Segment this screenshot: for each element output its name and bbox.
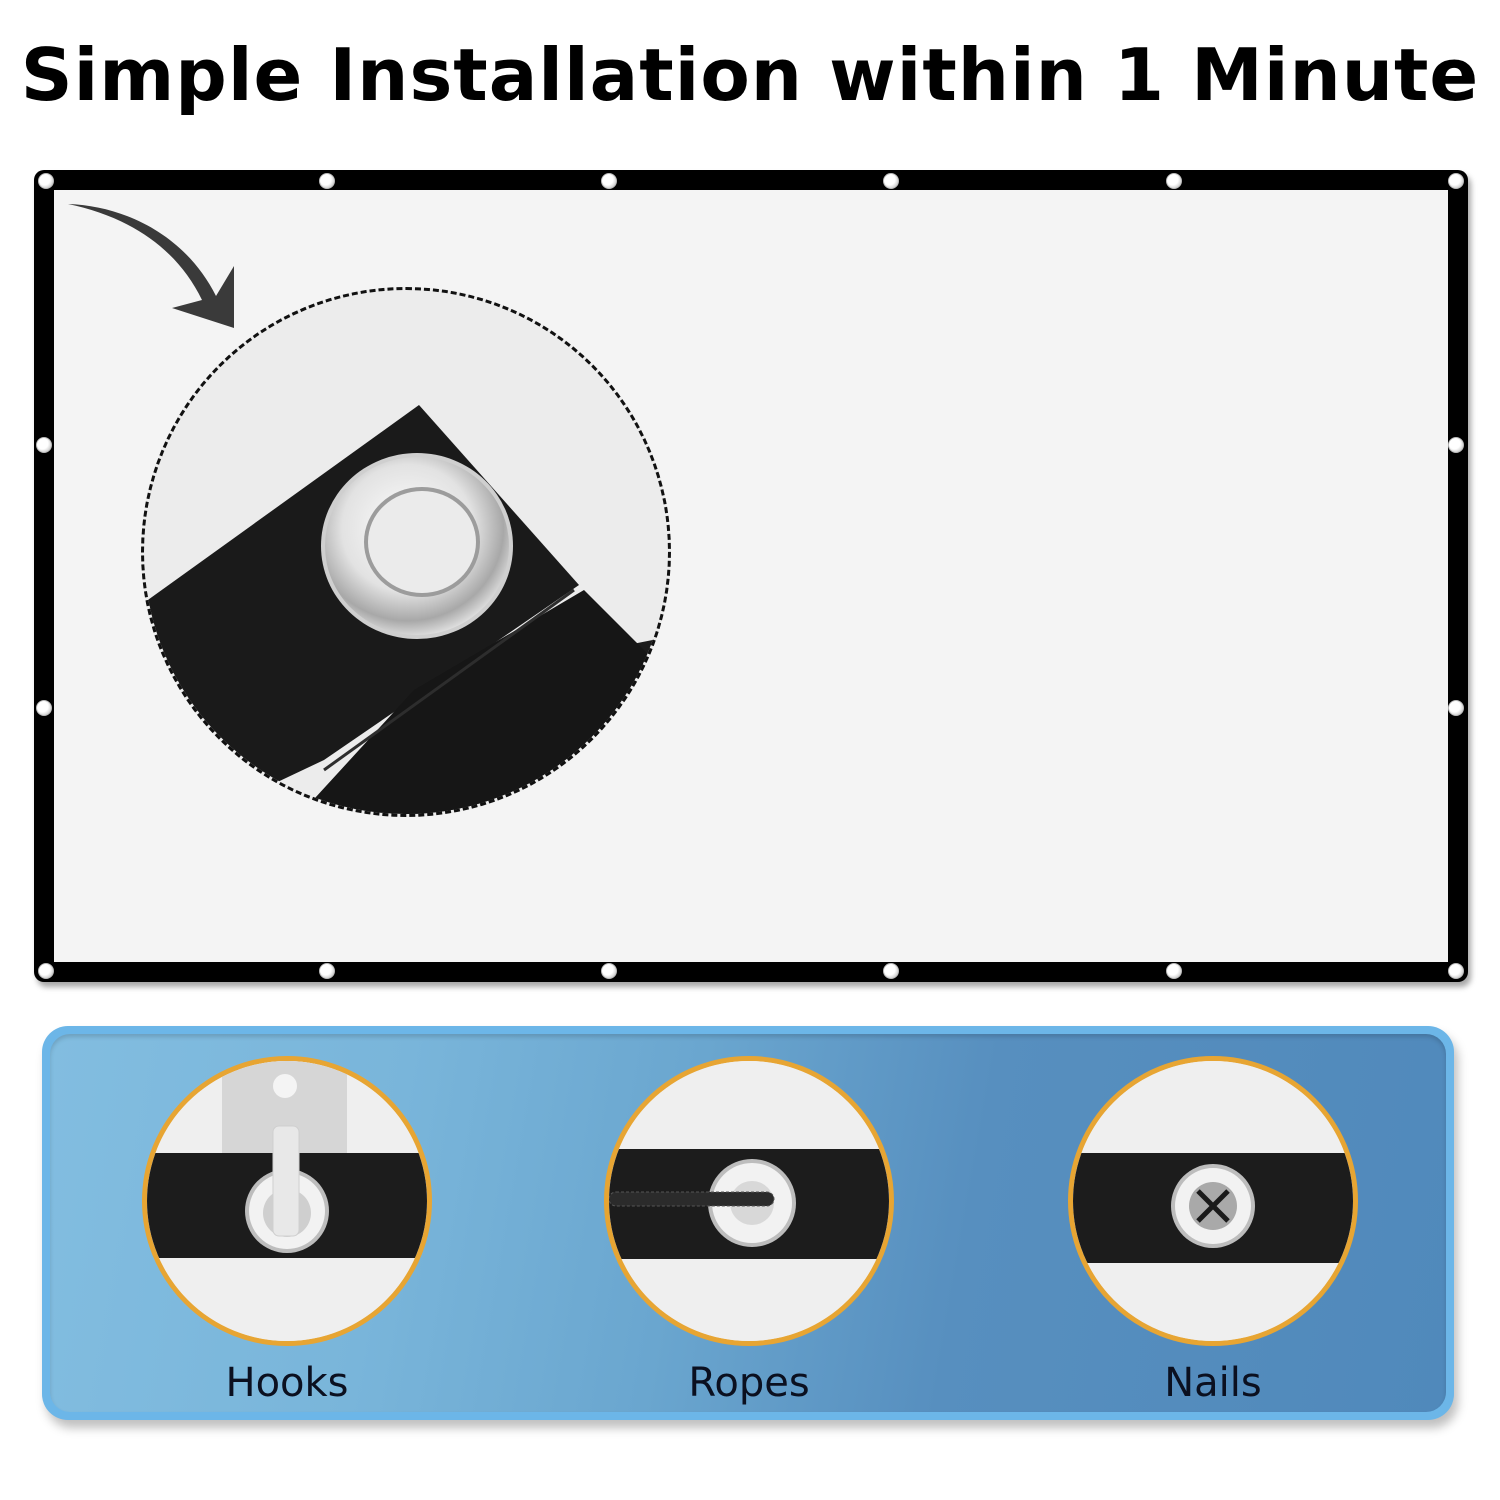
method-label: Nails	[1164, 1360, 1262, 1406]
grommet-icon	[36, 437, 52, 453]
grommet-icon	[883, 963, 899, 979]
method-nails: Nails	[1068, 1056, 1358, 1406]
grommet-icon	[36, 700, 52, 716]
grommet-icon	[319, 963, 335, 979]
grommet-icon	[38, 963, 54, 979]
grommet-closeup	[141, 287, 671, 817]
method-label: Hooks	[225, 1360, 349, 1406]
grommet-icon	[1448, 437, 1464, 453]
method-label: Ropes	[688, 1360, 810, 1406]
grommet-icon	[1448, 173, 1464, 189]
grommet-icon	[38, 173, 54, 189]
grommet-icon	[1448, 963, 1464, 979]
curved-arrow-icon	[68, 204, 234, 328]
page-title: Simple Installation within 1 Minute	[20, 33, 1480, 117]
grommet-icon	[601, 963, 617, 979]
rope-icon	[604, 1056, 894, 1346]
hook-icon	[142, 1056, 432, 1346]
grommet-icon	[1166, 173, 1182, 189]
method-ropes: Ropes	[604, 1056, 894, 1406]
mounting-methods-panel: Hooks Ropes	[42, 1026, 1454, 1420]
grommet-icon	[883, 173, 899, 189]
grommet-icon	[601, 173, 617, 189]
grommet-icon	[319, 173, 335, 189]
nail-icon	[1068, 1056, 1358, 1346]
grommet-icon	[1166, 963, 1182, 979]
grommet-icon	[1448, 700, 1464, 716]
grommet-closeup-illustration	[144, 405, 668, 814]
method-hooks: Hooks	[142, 1056, 432, 1406]
